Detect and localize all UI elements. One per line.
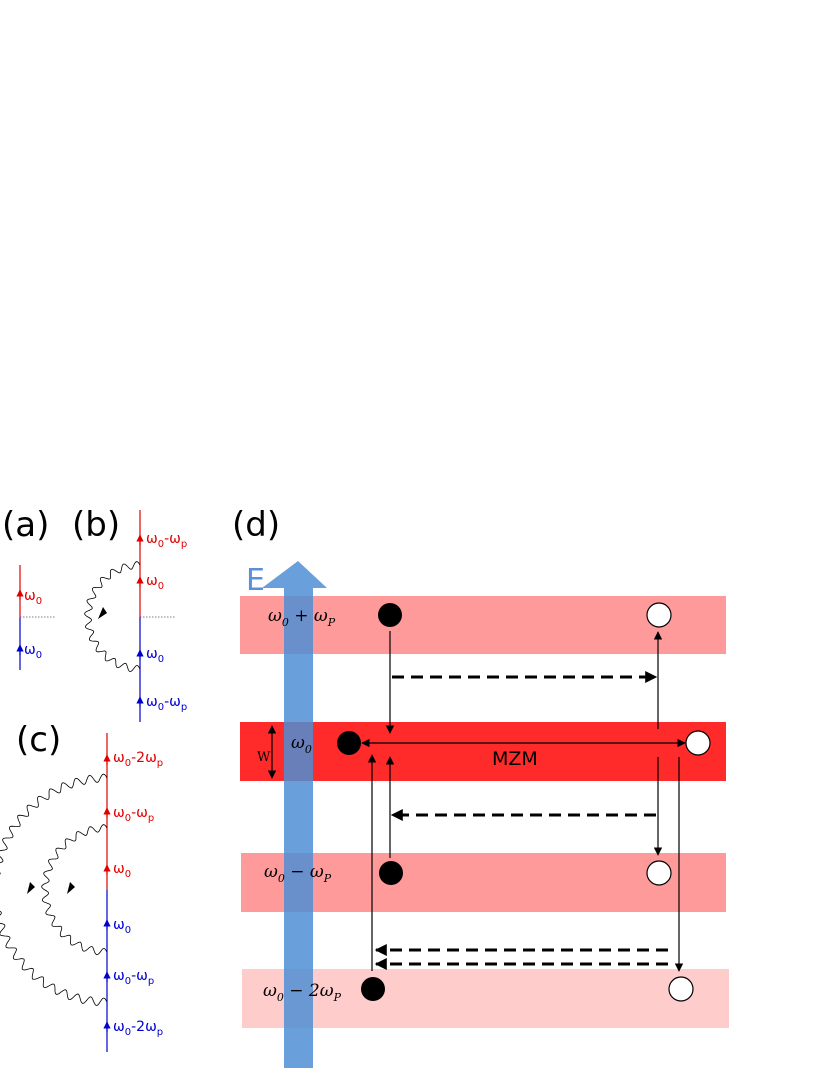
band-upper	[240, 596, 726, 654]
panel-c-photon-arrowhead-inner	[67, 882, 75, 894]
band-lowest-label: ω0 − 2ωP	[263, 981, 342, 1004]
panel-c: (c) ω0-2ωp ω0-ωp ω0 ω0 ω0-ωp ω0-2ωp	[0, 720, 163, 1052]
panel-c-level-2: ω0-ωp	[113, 805, 154, 824]
panel-d: (d) E W ω0 + ωP ω0 ω0 − ωP ω0 − 2ωP MZM	[232, 505, 729, 1068]
panel-a: (a) ω0 ω0	[2, 505, 55, 670]
filled-state-lower	[379, 861, 403, 885]
panel-b: (b) ω0-ωp ω0 ω0 ω0-ωp	[72, 505, 187, 722]
width-label: W	[257, 750, 271, 765]
energy-axis-arrow	[262, 561, 327, 1068]
panel-c-photon-line-inner	[41, 824, 108, 956]
band-lowest	[242, 969, 729, 1028]
panel-b-photon-arrowhead	[98, 607, 107, 619]
panel-c-level-4: ω0	[113, 917, 131, 936]
empty-state-upper	[646, 602, 672, 628]
empty-state-lowest	[668, 976, 694, 1002]
band-lower-label: ω0 − ωP	[264, 862, 332, 885]
band-upper-label: ω0 + ωP	[268, 606, 336, 629]
band-mzm-label: ω0	[291, 733, 312, 756]
energy-axis-label: E	[246, 563, 265, 598]
panel-c-level-3: ω0	[113, 861, 131, 880]
panel-a-level-1: ω0	[24, 588, 42, 607]
panel-c-level-6: ω0-2ωp	[113, 1019, 163, 1038]
mzm-label: MZM	[492, 748, 538, 770]
panel-b-level-4: ω0-ωp	[146, 694, 187, 713]
panel-b-level-1: ω0-ωp	[146, 531, 187, 550]
panel-c-level-1: ω0-2ωp	[113, 750, 163, 769]
empty-state-lower	[646, 860, 672, 886]
panel-b-label: (b)	[72, 505, 120, 545]
panel-c-label: (c)	[16, 720, 61, 760]
filled-state-upper	[378, 603, 402, 627]
band-mzm	[240, 722, 726, 781]
filled-state-lowest	[361, 977, 385, 1001]
empty-state-mzm	[685, 730, 711, 756]
panel-c-level-5: ω0-ωp	[113, 968, 154, 987]
panel-b-level-2: ω0	[146, 573, 164, 592]
panel-b-level-3: ω0	[146, 646, 164, 665]
panel-c-photon-line-outer	[0, 773, 108, 1006]
panel-a-label: (a)	[2, 505, 49, 545]
panel-d-label: (d)	[232, 505, 280, 545]
panel-b-photon-line	[84, 561, 141, 673]
filled-state-mzm	[337, 731, 361, 755]
panel-a-level-2: ω0	[24, 642, 42, 661]
band-lower	[241, 853, 726, 912]
panel-c-photon-arrowhead-outer	[27, 882, 35, 894]
